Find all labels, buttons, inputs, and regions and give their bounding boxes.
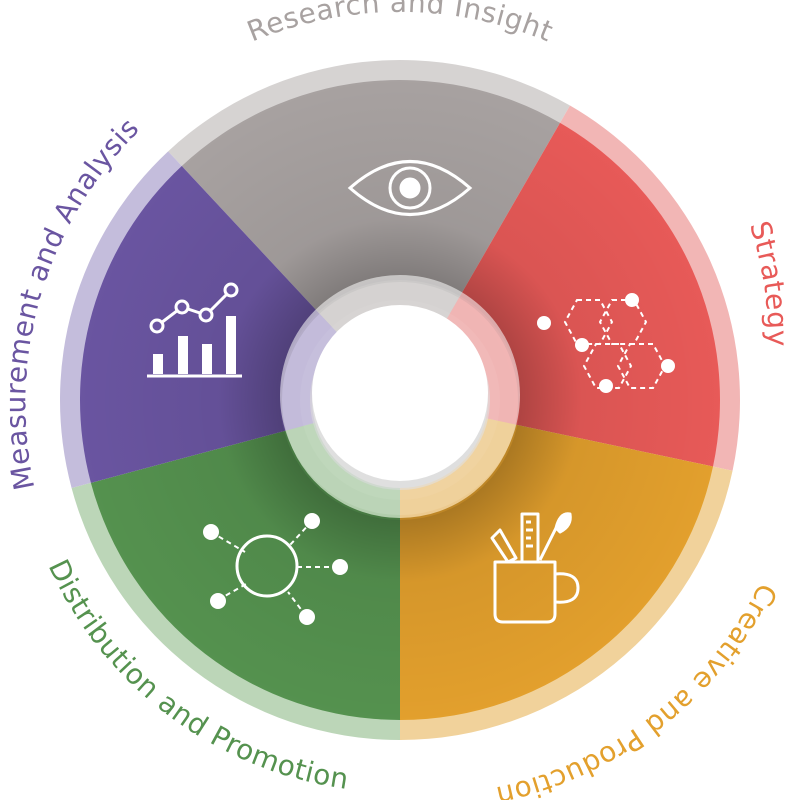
eye-icon — [347, 160, 473, 216]
inner-tint-creative — [400, 418, 516, 518]
label-research-and-insight: Research and Insight — [242, 0, 557, 48]
network-hub-icon — [203, 513, 348, 625]
bar-line-chart-icon — [147, 282, 242, 378]
connected-hexagons-icon — [537, 293, 675, 393]
center-hub — [312, 305, 488, 481]
inner-tint-distribution — [286, 423, 400, 518]
inner-tint-measurement — [282, 313, 339, 431]
label-strategy: Strategy — [743, 217, 794, 347]
pencil-cup-icon — [490, 512, 580, 624]
